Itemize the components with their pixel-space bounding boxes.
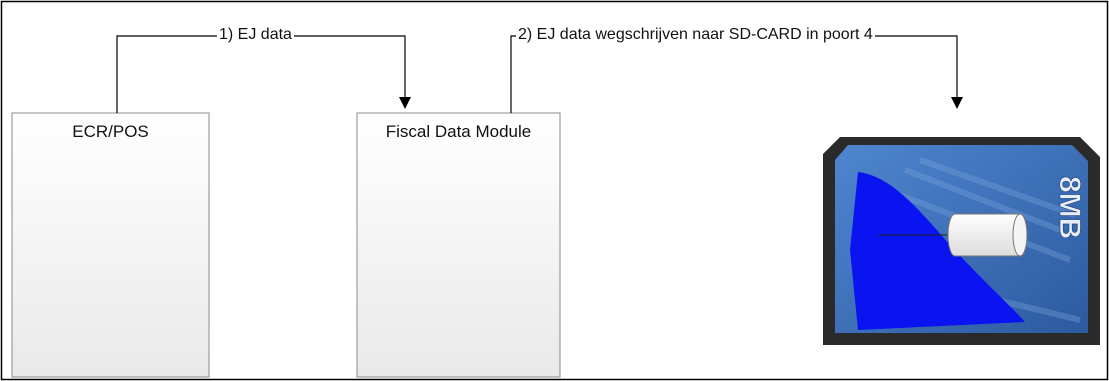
connector-fdm-to-sdcard: [510, 35, 958, 113]
step-2-label: 2) EJ data wegschrijven naar SD-CARD in …: [516, 25, 875, 45]
fiscal-data-module-label: Fiscal Data Module: [385, 122, 532, 141]
sd-card-capacity-label: 8MB: [1053, 176, 1086, 239]
storage-cylinder-icon: [947, 213, 1028, 257]
fiscal-data-module-box: [356, 112, 561, 378]
arrowhead-sdcard: [951, 97, 963, 109]
sd-card-image: 8MB: [823, 137, 1100, 345]
ecr-pos-label: ECR/POS: [72, 122, 149, 141]
ecr-pos-box: [11, 112, 210, 378]
step-1-label: 1) EJ data: [217, 25, 294, 45]
connector-ecr-to-fdm: [116, 35, 406, 113]
arrowhead-fdm: [399, 97, 411, 109]
sd-card-blue-highlight: [850, 172, 1025, 330]
